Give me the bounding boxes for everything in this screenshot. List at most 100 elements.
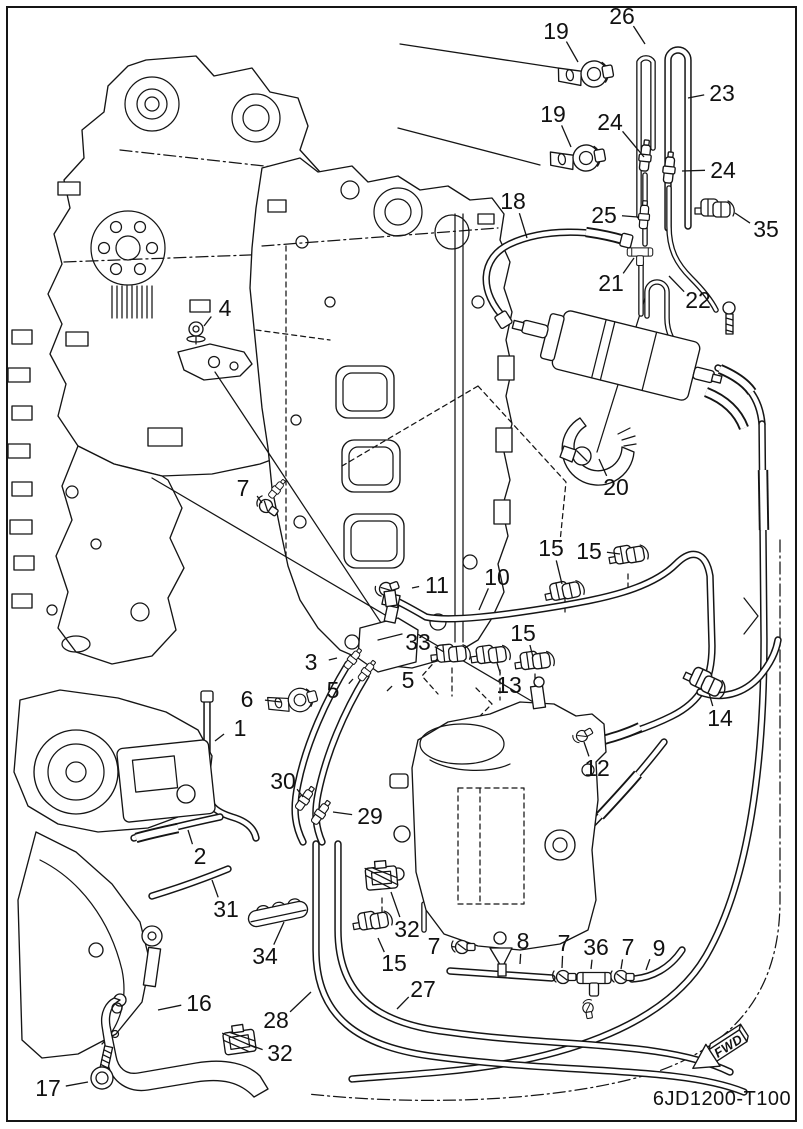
leader-line-19 xyxy=(565,41,579,63)
callout-26: 26 xyxy=(609,3,635,29)
leader-line-31 xyxy=(211,879,219,898)
leader-line-8 xyxy=(519,953,522,965)
callout-15: 15 xyxy=(576,538,602,564)
leader-line-14 xyxy=(708,692,714,707)
leader-line-9 xyxy=(645,958,651,971)
leader-line-3 xyxy=(328,657,338,661)
callout-18: 18 xyxy=(500,188,526,214)
fittings xyxy=(200,57,736,1056)
leader-line-13 xyxy=(496,662,501,674)
clamp-7e xyxy=(551,969,577,985)
leader-line-5 xyxy=(348,678,354,685)
leader-line-22 xyxy=(668,275,685,293)
clamp-7g xyxy=(580,998,596,1020)
callout-19: 19 xyxy=(543,18,569,44)
clamp-19b xyxy=(547,141,608,178)
leader-line-34 xyxy=(273,921,285,945)
leader-line-36 xyxy=(590,959,593,970)
leader-line-18 xyxy=(518,212,528,239)
clip-15c xyxy=(512,647,556,673)
leader-line-26 xyxy=(632,25,646,45)
leader-line-6 xyxy=(264,699,282,703)
callout-7: 7 xyxy=(428,933,441,959)
leader-line-7 xyxy=(561,955,564,969)
leader-line-33 xyxy=(434,646,445,653)
leader-line-15 xyxy=(529,644,534,658)
leader-line-19 xyxy=(561,125,572,148)
clip-35 xyxy=(694,198,735,218)
callout-20: 20 xyxy=(603,474,629,500)
callout-36: 36 xyxy=(583,934,609,960)
callout-13: 13 xyxy=(496,672,522,698)
leader-line-32 xyxy=(390,891,401,918)
fuel-filter xyxy=(511,310,723,401)
clamp-32u xyxy=(363,859,399,892)
engine-block-front xyxy=(249,157,515,669)
callout-5: 5 xyxy=(327,677,340,703)
callout-24: 24 xyxy=(710,157,736,183)
callout-19: 19 xyxy=(540,101,566,127)
callout-16: 16 xyxy=(186,990,212,1016)
callout-29: 29 xyxy=(357,803,383,829)
leader-line-2 xyxy=(187,829,194,845)
tee-36 xyxy=(576,971,612,997)
leader-line-7 xyxy=(256,495,263,504)
clamp-20 xyxy=(559,417,637,486)
leader-line-25 xyxy=(621,215,639,218)
clip-15d xyxy=(350,907,394,934)
leader-line-17 xyxy=(65,1081,89,1087)
hoses xyxy=(130,46,782,1096)
leader-line-24 xyxy=(681,169,706,172)
callout-17: 17 xyxy=(35,1075,61,1101)
callout-6: 6 xyxy=(241,686,254,712)
hose-1-cap xyxy=(200,690,214,703)
callout-28: 28 xyxy=(263,1007,289,1033)
leader-line-7 xyxy=(620,959,624,970)
leader-line-21 xyxy=(622,257,635,274)
callout-2: 2 xyxy=(194,843,207,869)
callout-33: 33 xyxy=(405,629,431,655)
callout-35: 35 xyxy=(753,216,779,242)
callout-8: 8 xyxy=(517,928,530,954)
diagram-border xyxy=(6,6,797,1122)
callout-7: 7 xyxy=(237,475,250,501)
callout-11: 11 xyxy=(425,572,449,598)
callout-15: 15 xyxy=(538,535,564,561)
leader-line-29 xyxy=(332,811,353,816)
callout-23: 23 xyxy=(709,80,735,106)
bracket-16 xyxy=(100,997,269,1098)
callout-32: 32 xyxy=(394,916,420,942)
leader-line-30 xyxy=(296,788,304,798)
bolt-4 xyxy=(186,321,206,343)
hose-18-cap-left xyxy=(494,310,513,330)
callout-10: 10 xyxy=(484,564,510,590)
callout-4: 4 xyxy=(219,295,232,321)
reference-lines xyxy=(151,43,651,707)
callout-15: 15 xyxy=(510,620,536,646)
callout-24: 24 xyxy=(597,109,623,135)
callout-1: 1 xyxy=(234,715,247,741)
callout-14: 14 xyxy=(707,705,733,731)
leader-line-24 xyxy=(622,130,645,158)
leader-line-15 xyxy=(377,937,385,953)
leader-line-5 xyxy=(386,685,393,692)
callout-21: 21 xyxy=(598,270,624,296)
part-code: 6JD1200-T100 xyxy=(653,1088,791,1110)
leader-line-16 xyxy=(157,1004,182,1011)
leader-line-15 xyxy=(606,551,621,555)
leader-line-4 xyxy=(203,316,212,327)
callout-34: 34 xyxy=(252,943,278,969)
callout-7: 7 xyxy=(558,930,571,956)
callout-15: 15 xyxy=(381,950,407,976)
leader-line-20 xyxy=(598,458,608,477)
clip-15b xyxy=(606,541,650,568)
clamp-19a xyxy=(555,57,616,94)
leader-line-1 xyxy=(214,733,225,742)
leader-line-23 xyxy=(687,94,705,99)
leader-line-15 xyxy=(555,560,563,585)
callout-9: 9 xyxy=(653,935,666,961)
leader-line-10 xyxy=(478,588,489,611)
callout-30: 30 xyxy=(270,768,296,794)
